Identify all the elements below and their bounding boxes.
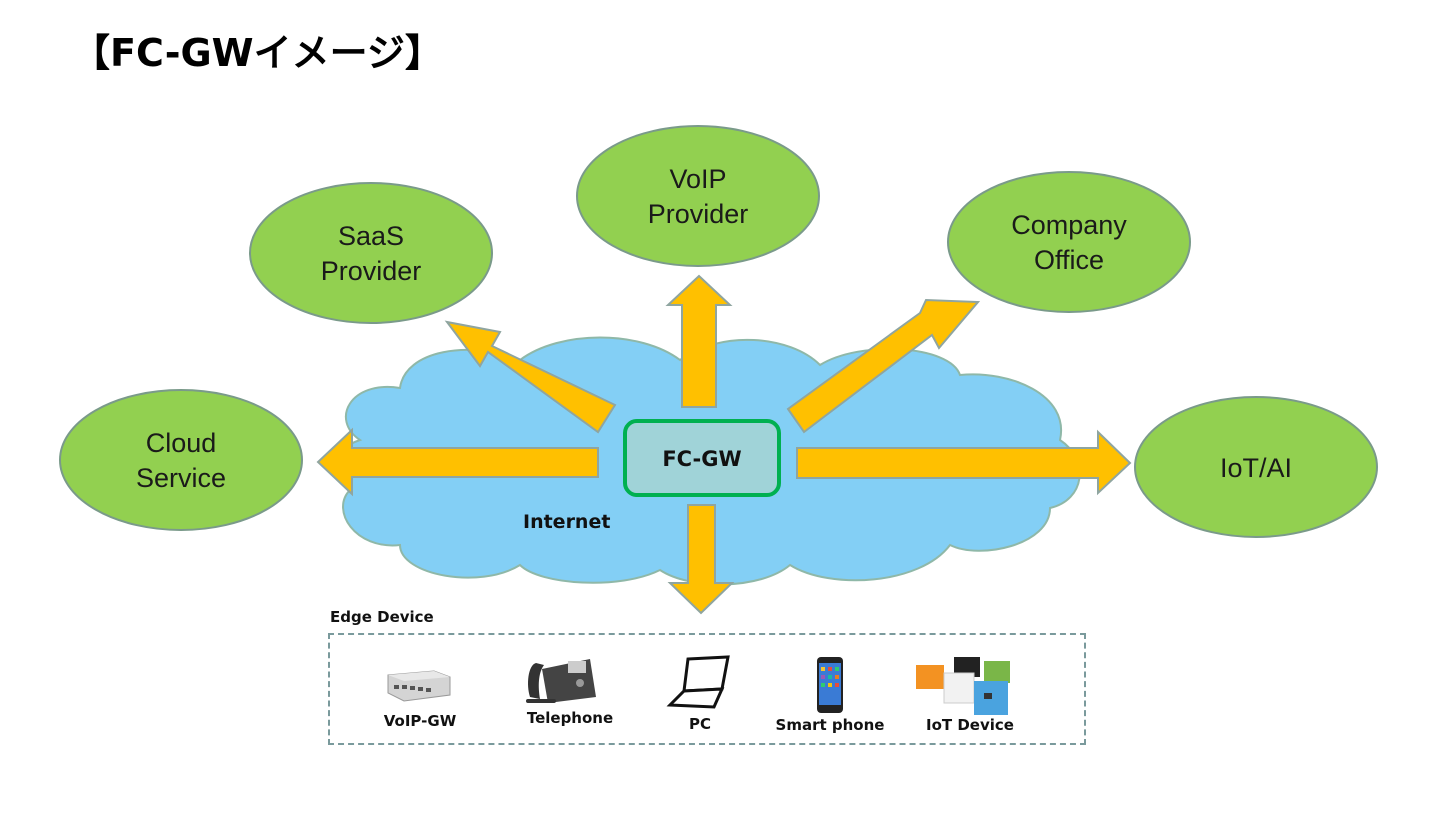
saas-line2: Provider <box>321 256 422 286</box>
node-company-office: Company Office <box>947 171 1191 313</box>
cloud-service-line2: Service <box>136 463 226 493</box>
edge-device-label: Edge Device <box>330 608 434 626</box>
arrow-to-edge <box>667 504 735 615</box>
device-label: Smart phone <box>775 716 885 734</box>
fc-gw-label: FC-GW <box>662 447 741 471</box>
node-cloud-service: Cloud Service <box>59 389 303 531</box>
laptop-icon <box>666 655 730 709</box>
device-voip-gw: VoIP-GW <box>360 635 480 745</box>
internet-label: Internet <box>523 511 610 533</box>
voip-gateway-icon <box>387 670 451 702</box>
device-pc: PC <box>640 635 760 745</box>
node-saas-provider: SaaS Provider <box>249 182 493 324</box>
arrow-to-iot-ai <box>796 429 1132 496</box>
device-label: IoT Device <box>926 716 1014 734</box>
arrow-to-cloud-service <box>316 427 599 497</box>
arrow-to-saas <box>444 320 617 434</box>
page-title: 【FC-GWイメージ】 <box>72 31 443 75</box>
arrow-to-company <box>786 298 981 434</box>
voip-line1: VoIP <box>669 164 726 194</box>
smartphone-icon <box>817 657 843 713</box>
edge-device-box: VoIP-GW Telephone PC Smart phone <box>328 633 1086 745</box>
device-label: PC <box>688 715 711 733</box>
fc-gw-box: FC-GW <box>623 419 781 497</box>
device-label: Telephone <box>526 709 614 727</box>
arrow-to-voip <box>665 274 733 408</box>
cloud-service-line1: Cloud <box>146 428 217 458</box>
device-iot: IoT Device <box>910 635 1030 745</box>
node-iot-ai: IoT/AI <box>1134 396 1378 538</box>
iot-device-icon <box>916 657 1010 715</box>
device-smartphone: Smart phone <box>770 635 890 745</box>
company-line1: Company <box>1011 210 1127 240</box>
company-line2: Office <box>1034 245 1104 275</box>
iot-ai-label: IoT/AI <box>1220 453 1292 483</box>
device-label: VoIP-GW <box>383 712 457 730</box>
saas-line1: SaaS <box>338 221 404 251</box>
node-voip-provider: VoIP Provider <box>576 125 820 267</box>
telephone-icon <box>526 659 596 703</box>
voip-line2: Provider <box>648 199 749 229</box>
device-telephone: Telephone <box>510 635 630 745</box>
